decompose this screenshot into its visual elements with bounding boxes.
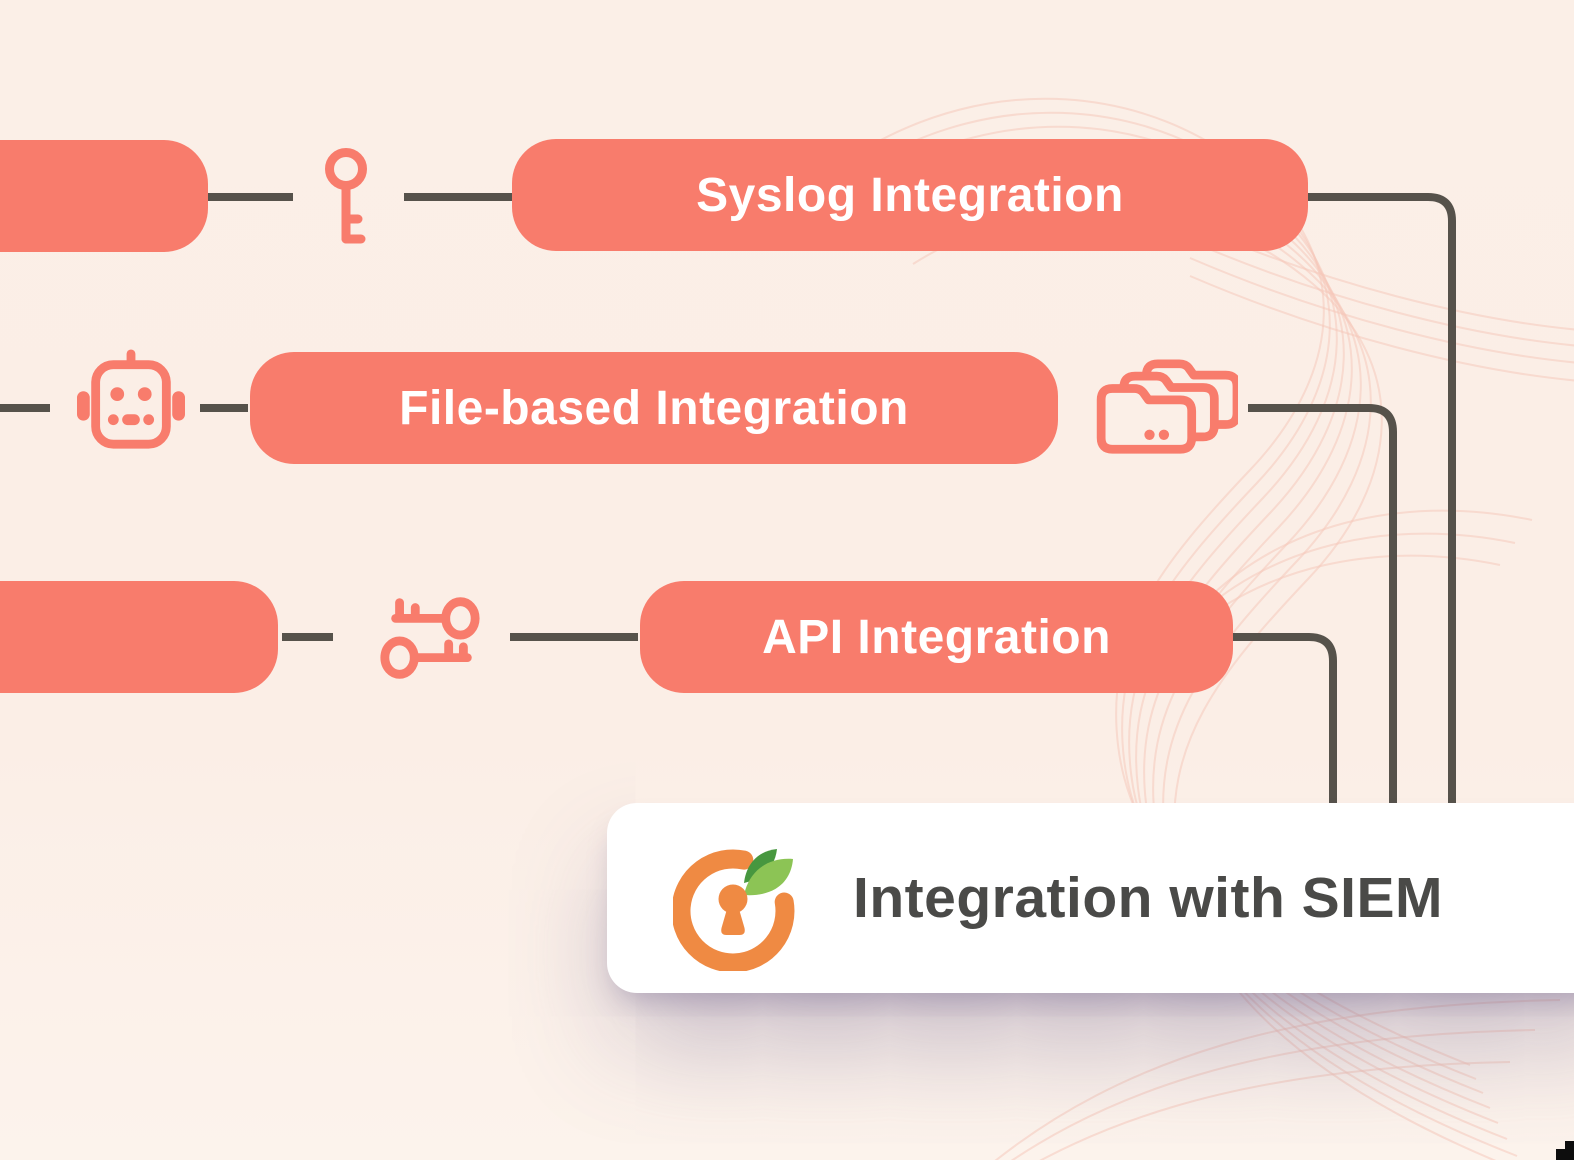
connector-file-to-card <box>1248 404 1397 806</box>
pill-syslog-integration: Syslog Integration <box>512 139 1308 251</box>
keys-icon <box>380 597 480 679</box>
corner-artifact <box>1556 1149 1574 1160</box>
pill-api-label: API Integration <box>762 610 1111 664</box>
pill-api-integration: API Integration <box>640 581 1233 693</box>
siem-card-title: Integration with SIEM <box>853 866 1443 930</box>
connector-syslog-to-card <box>1308 193 1456 806</box>
pill-syslog-label: Syslog Integration <box>696 168 1124 222</box>
wave-bottom-arcs <box>994 999 1561 1160</box>
pill-file-based-integration: File-based Integration <box>250 352 1058 464</box>
corner-artifact <box>1565 1141 1574 1149</box>
source-pill-row1 <box>0 140 208 252</box>
orange-keyhole-leaf-logo-icon <box>673 849 795 971</box>
pill-file-based-label: File-based Integration <box>399 381 909 435</box>
connector-api-to-card <box>1233 633 1337 806</box>
key-icon <box>325 148 367 244</box>
robot-icon <box>77 349 185 449</box>
siem-card: Integration with SIEM <box>607 803 1574 993</box>
folders-icon <box>1096 359 1238 454</box>
source-pill-row3 <box>0 581 278 693</box>
